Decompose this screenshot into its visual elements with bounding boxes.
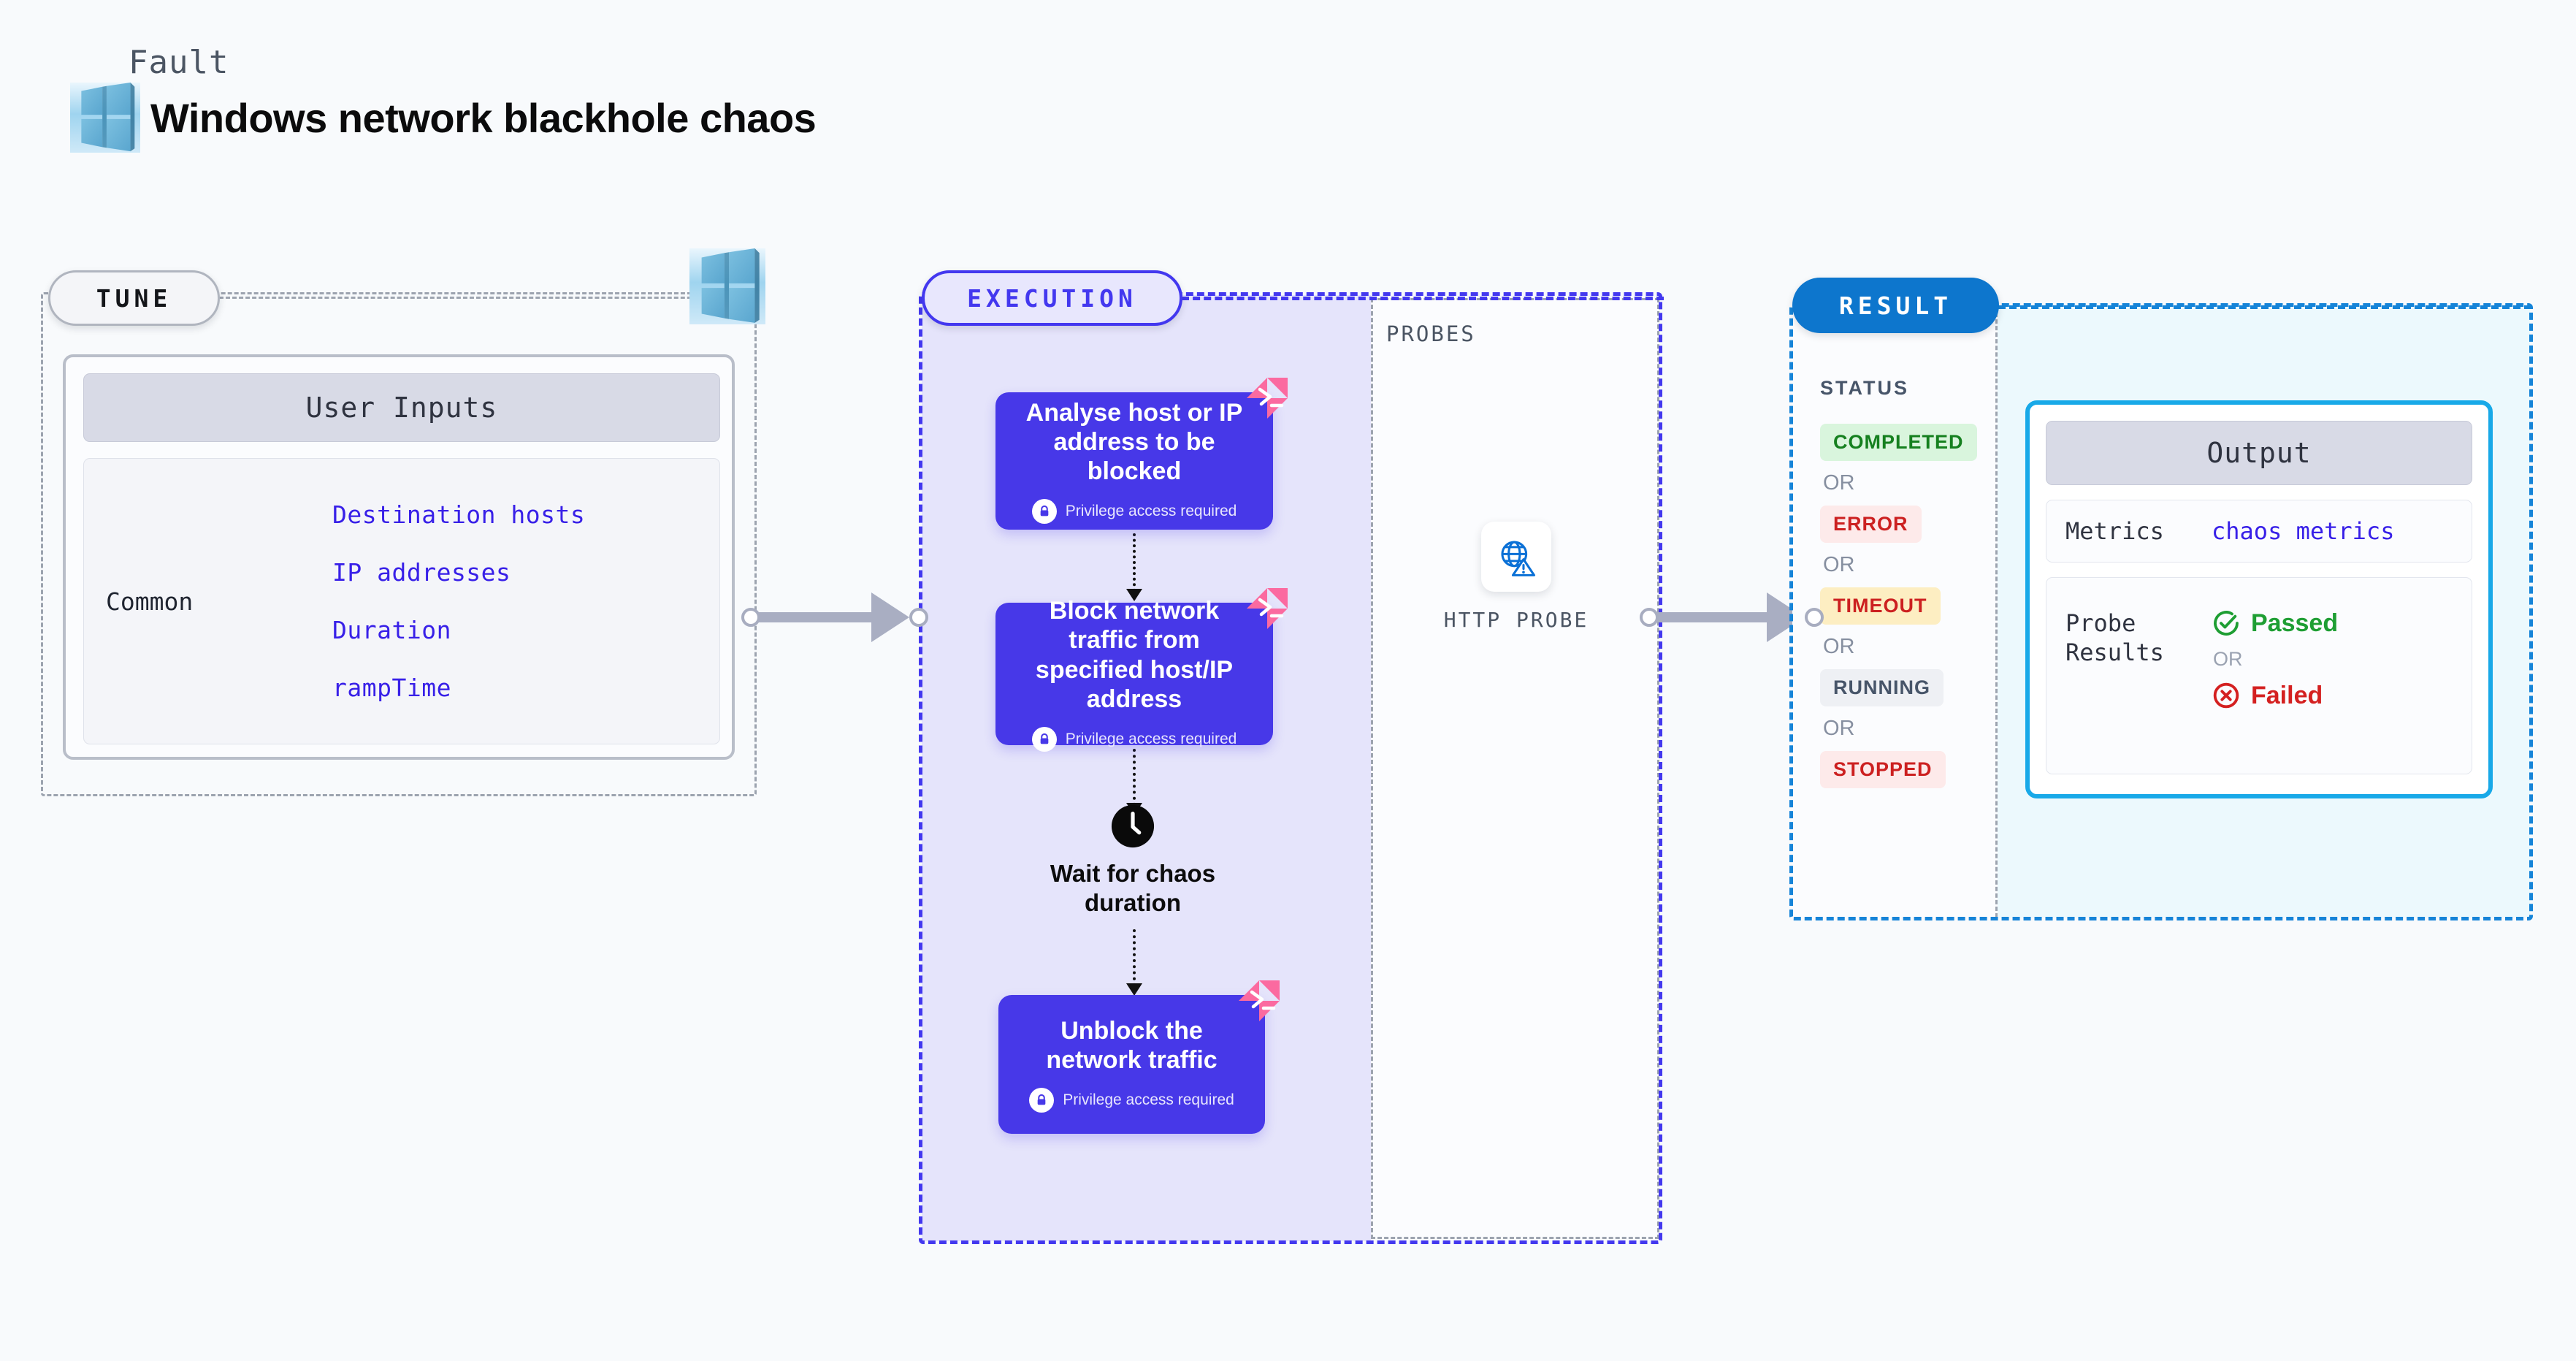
result-section: [1789, 303, 2533, 920]
probes-section-label: PROBES: [1386, 321, 1476, 346]
step-title: Unblock the network traffic: [1046, 1016, 1218, 1074]
check-circle-icon: [2214, 611, 2239, 636]
connector-end-dot: [1805, 608, 1824, 627]
execution-section: [919, 292, 1662, 1244]
privilege-note-text: Privilege access required: [1063, 1091, 1234, 1109]
metrics-row: Metrics chaos metrics: [2046, 500, 2472, 563]
or-separator: OR: [1823, 717, 1855, 740]
execution-step-card[interactable]: Unblock the network traffic Privilege ac…: [998, 980, 1280, 1134]
page-title: Windows network blackhole chaos: [150, 94, 817, 141]
wait-for-chaos-node: Wait for chaos duration: [1037, 804, 1228, 917]
privilege-note: Privilege access required: [1029, 1088, 1234, 1113]
input-values-list: Destination hosts IP addresses Duration …: [332, 500, 585, 702]
flow-arrow-line: [1133, 749, 1136, 806]
execution-leader-line: [1182, 297, 1664, 300]
powershell-badge-icon: [1247, 588, 1288, 629]
privilege-note-text: Privilege access required: [1065, 503, 1237, 520]
x-circle-icon: [2213, 682, 2239, 709]
windows-logo-icon: [70, 83, 140, 153]
probe-result-passed-text: Passed: [2251, 609, 2339, 637]
flow-arrow-line: [1133, 929, 1136, 986]
windows-logo-icon: [689, 248, 765, 324]
list-item: rampTime: [332, 674, 451, 702]
user-inputs-header: User Inputs: [83, 373, 720, 442]
probe-label: HTTP PROBE: [1443, 608, 1589, 632]
page-header: Fault Windo: [70, 44, 817, 153]
or-separator: OR: [1823, 471, 1855, 495]
connector-start-dot: [1640, 608, 1659, 627]
status-list: COMPLETED OR ERROR OR TIMEOUT OR RUNNING…: [1820, 424, 1995, 788]
user-inputs-card: User Inputs Common Destination hosts IP …: [63, 354, 735, 760]
wait-node-label: Wait for chaos duration: [1050, 860, 1216, 916]
step-title: Analyse host or IP address to be blocked: [1025, 398, 1243, 486]
status-badge: STOPPED: [1820, 751, 1946, 788]
clock-icon: [1111, 804, 1155, 848]
metrics-value: chaos metrics: [2212, 517, 2395, 545]
flow-arrowhead-icon: [1126, 983, 1142, 996]
list-item: IP addresses: [332, 558, 511, 587]
tune-leader-line: [219, 297, 738, 299]
status-badge: COMPLETED: [1820, 424, 1977, 461]
probe-result-passed: Passed: [2212, 609, 2338, 638]
execution-step-card[interactable]: Block network traffic from specified hos…: [995, 588, 1288, 752]
probe-item-http[interactable]: HTTP PROBE: [1444, 522, 1586, 632]
lock-icon: [1031, 726, 1057, 752]
output-card: Output Metrics chaos metrics Probe Resul…: [2025, 400, 2493, 798]
execution-step-card[interactable]: Analyse host or IP address to be blocked…: [995, 378, 1288, 530]
list-item: Duration: [332, 616, 451, 644]
status-column-label: STATUS: [1820, 377, 1909, 399]
globe-warning-icon: [1481, 522, 1551, 592]
or-separator: OR: [1823, 553, 1855, 576]
connector-start-dot: [741, 608, 760, 627]
privilege-note: Privilege access required: [1031, 726, 1237, 752]
connector-line: [1654, 612, 1776, 622]
tune-section-badge: TUNE: [48, 270, 220, 326]
connector-tune-to-execution: [741, 592, 928, 643]
fault-kicker: Fault: [129, 44, 229, 81]
probe-results-key: Probe Results: [2065, 609, 2164, 666]
user-inputs-body: Common Destination hosts IP addresses Du…: [83, 458, 720, 744]
status-badge: RUNNING: [1820, 669, 1944, 706]
privilege-note: Privilege access required: [1031, 499, 1237, 525]
metrics-key: Metrics: [2065, 517, 2164, 545]
probe-result-failed-text: Failed: [2251, 681, 2323, 709]
step-title: Block network traffic from specified hos…: [1035, 597, 1234, 713]
output-header: Output: [2046, 421, 2472, 485]
list-item: Destination hosts: [332, 500, 586, 529]
powershell-badge-icon: [1247, 378, 1288, 419]
connector-arrowhead-icon: [871, 592, 909, 642]
connector-end-dot: [909, 608, 928, 627]
execution-section-badge: EXECUTION: [922, 270, 1182, 326]
lock-icon: [1029, 1088, 1055, 1113]
or-separator: OR: [2213, 648, 2243, 670]
result-section-badge: RESULT: [1792, 278, 1999, 333]
flow-arrowhead-icon: [1126, 589, 1142, 601]
or-separator: OR: [1823, 635, 1855, 658]
status-badge: ERROR: [1820, 506, 1922, 543]
probes-subsection: [1371, 298, 1659, 1239]
result-leader-line: [1998, 305, 2531, 309]
connector-line: [756, 612, 880, 622]
probe-results-row: Probe Results Passed OR Failed: [2046, 577, 2472, 774]
powershell-badge-icon: [1239, 980, 1280, 1021]
lock-icon: [1031, 499, 1057, 525]
tune-section: [41, 292, 757, 796]
probe-result-failed: Failed: [2212, 681, 2338, 710]
input-group-label: Common: [106, 587, 194, 616]
privilege-note-text: Privilege access required: [1065, 730, 1237, 747]
status-badge: TIMEOUT: [1820, 587, 1941, 625]
flow-arrow-line: [1133, 533, 1136, 592]
